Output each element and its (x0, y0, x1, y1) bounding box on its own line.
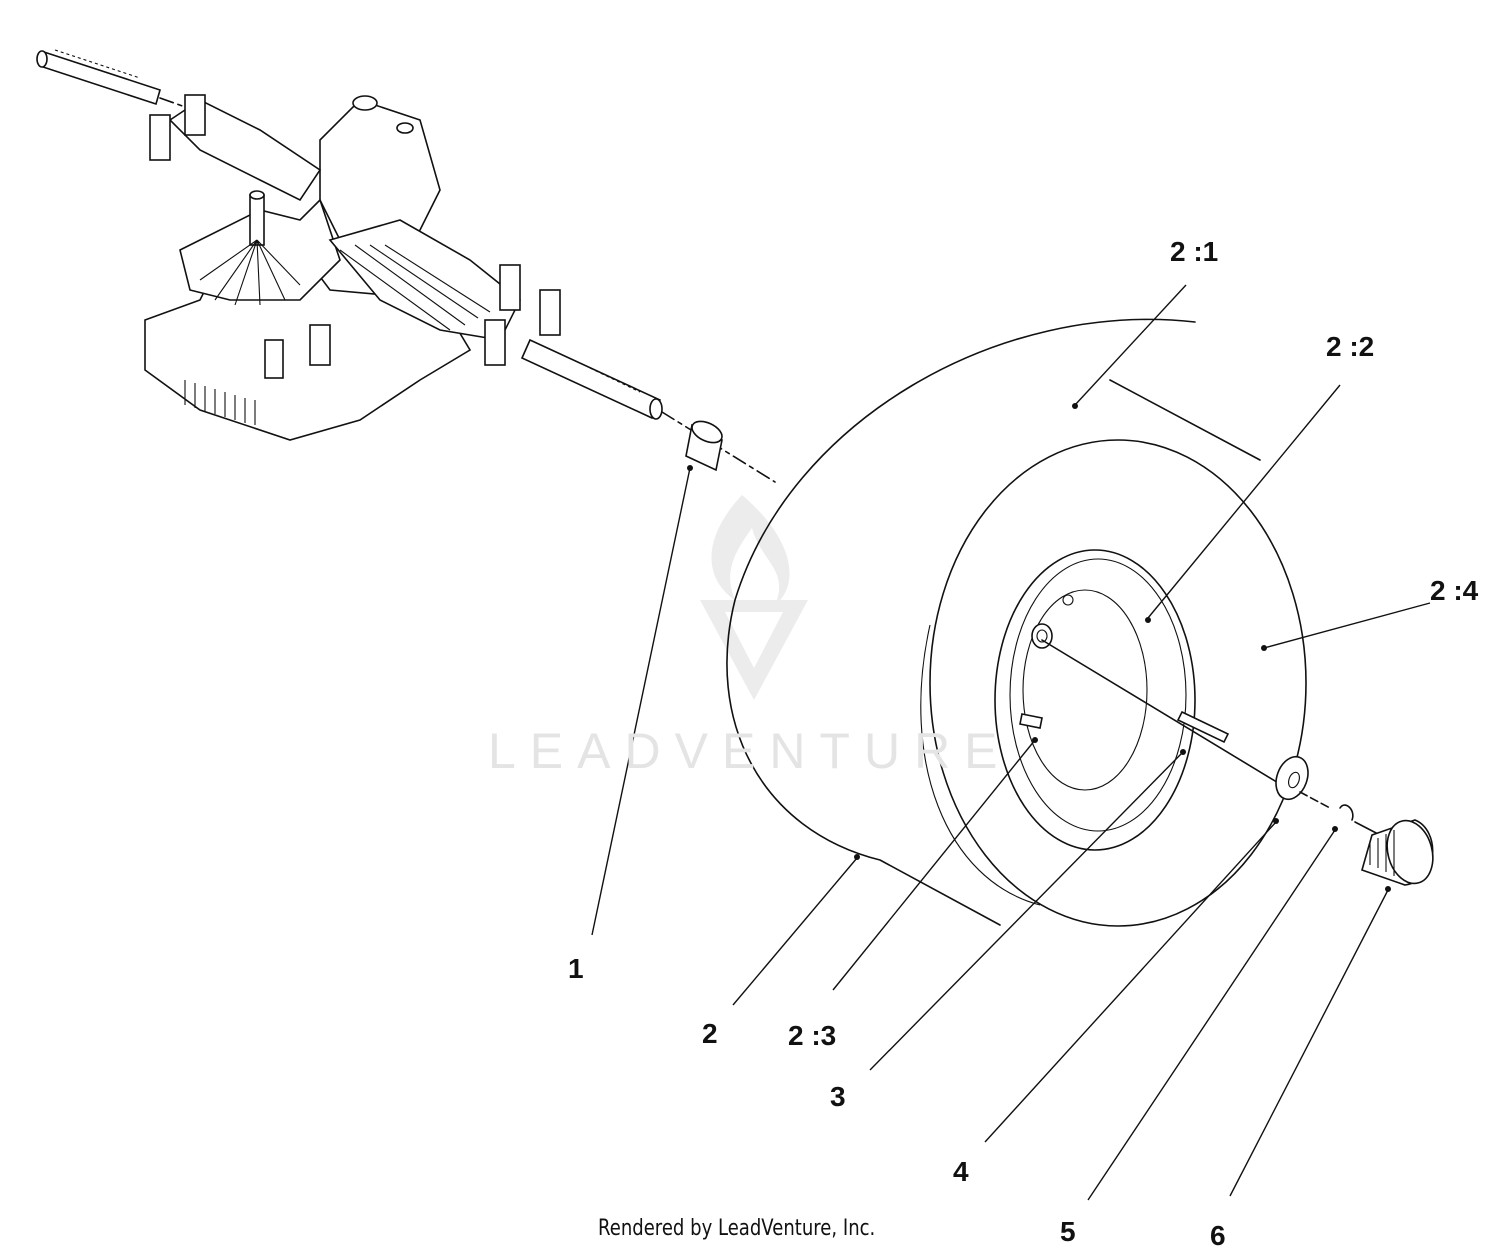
key (1176, 710, 1230, 744)
callout-2-2: 2 :2 (1326, 331, 1375, 362)
watermark-logo-icon (700, 495, 808, 700)
washer (1275, 755, 1309, 801)
footer-credit: Rendered by LeadVenture, Inc. (598, 1216, 876, 1241)
callout-2: 2 (702, 1018, 718, 1049)
callout-2-4: 2 :4 (1430, 575, 1479, 606)
tire (726, 318, 1307, 927)
hub-cap (1361, 819, 1434, 886)
leader-lines (591, 284, 1431, 1201)
retaining-ring (1299, 791, 1381, 836)
callout-3: 3 (830, 1081, 846, 1112)
callout-4: 4 (953, 1156, 969, 1187)
output-shaft (520, 338, 776, 483)
watermark-text: LEADVENTURE (488, 723, 1012, 779)
callout-5: 5 (1060, 1216, 1076, 1247)
wheel-rim (994, 549, 1291, 851)
callout-6: 6 (1210, 1220, 1226, 1251)
transaxle-housing (144, 94, 561, 441)
callout-1: 1 (568, 953, 584, 984)
callout-2-3: 2 :3 (788, 1020, 837, 1051)
spacer-bushing (685, 420, 723, 472)
callout-2-1: 2 :1 (1170, 236, 1219, 267)
